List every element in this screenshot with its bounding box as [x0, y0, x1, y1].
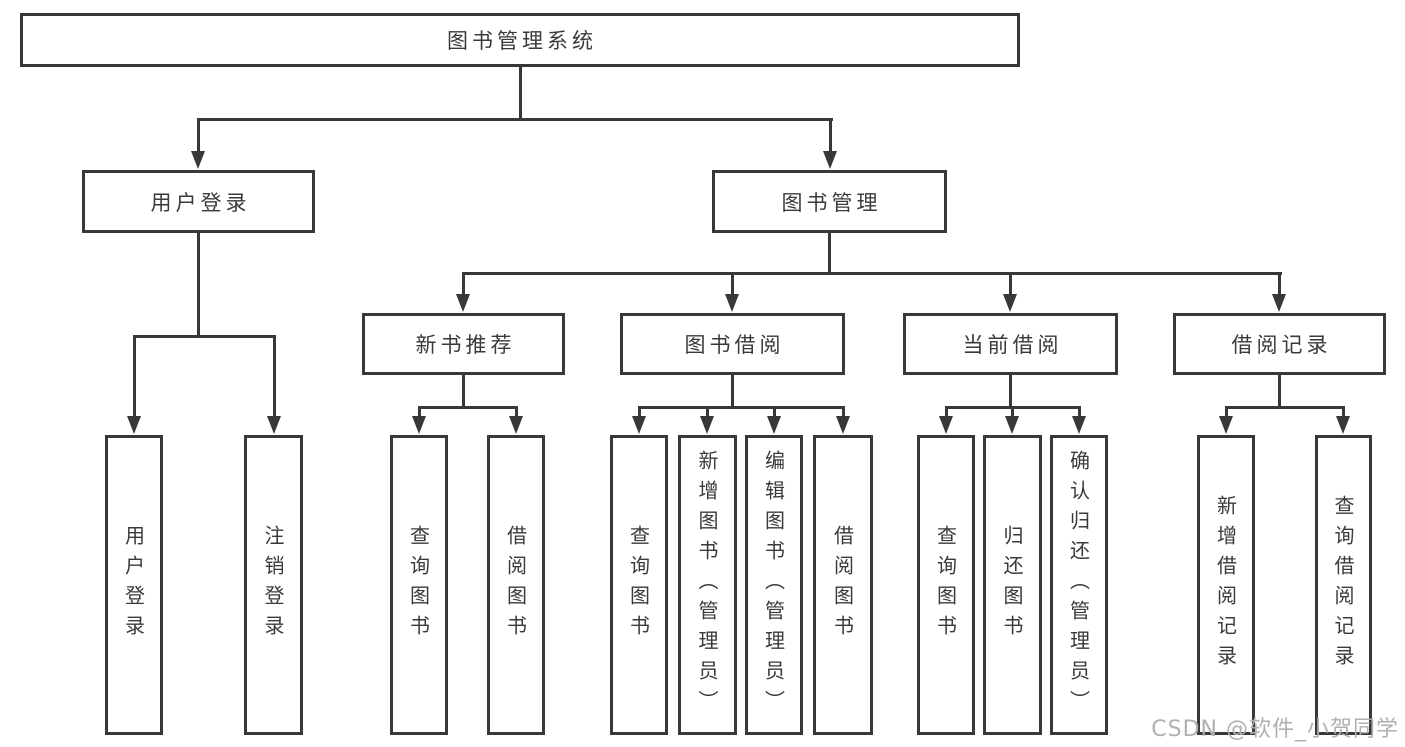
- arrow-to-current-borrow-icon: [1003, 275, 1018, 312]
- node-current-borrowing: 当前借阅: [903, 313, 1118, 375]
- connector-current-borrow-branch: [945, 406, 1081, 409]
- arrow-to-book-borrow-icon: [725, 275, 740, 312]
- connector-root-drop: [519, 66, 522, 120]
- leaf-query-book-3-label: 查询图书: [933, 525, 958, 645]
- arrow-to-leaf-borrow-book-1-icon: [509, 409, 524, 434]
- arrow-to-leaf-borrow-book-2-icon: [836, 409, 851, 434]
- leaf-user-login: 用户登录: [105, 435, 163, 735]
- connector-borrow-records-branch: [1225, 406, 1345, 409]
- connector-book-mgmt-drop: [828, 232, 831, 274]
- node-book-management: 图书管理: [712, 170, 947, 233]
- arrow-to-leaf-add-book-icon: [700, 409, 715, 434]
- leaf-borrow-book-1: 借阅图书: [487, 435, 545, 735]
- node-root-label: 图书管理系统: [447, 29, 597, 53]
- arrow-to-book-mgmt-icon: [823, 121, 838, 169]
- connector-new-books-drop: [462, 374, 465, 408]
- connector-book-borrow-branch: [638, 406, 845, 409]
- leaf-query-book-2: 查询图书: [610, 435, 668, 735]
- connector-user-login-drop: [197, 232, 200, 337]
- leaf-logout-label: 注销登录: [261, 525, 285, 645]
- arrow-to-leaf-logout-icon: [267, 338, 282, 434]
- arrow-to-leaf-login-icon: [127, 338, 142, 434]
- arrow-to-leaf-query-book-1-icon: [412, 409, 427, 434]
- leaf-query-book-3: 查询图书: [917, 435, 975, 735]
- connector-book-borrow-drop: [731, 374, 734, 408]
- node-root-library-system: 图书管理系统: [20, 13, 1020, 67]
- arrow-to-new-books-icon: [456, 275, 471, 312]
- connector-new-books-branch: [418, 406, 518, 409]
- connector-book-mgmt-branch: [462, 272, 1282, 275]
- leaf-confirm-return-admin-label: 确认归还（管理员）: [1066, 450, 1091, 720]
- node-borrowing-records: 借阅记录: [1173, 313, 1386, 375]
- connector-user-login-branch: [133, 335, 276, 338]
- arrow-to-leaf-confirm-return-icon: [1072, 409, 1087, 434]
- leaf-add-borrow-record: 新增借阅记录: [1197, 435, 1255, 735]
- leaf-add-book-admin-label: 新增图书（管理员）: [695, 450, 719, 720]
- node-user-login-label: 用户登录: [150, 190, 251, 215]
- arrow-to-leaf-query-record-icon: [1336, 409, 1351, 434]
- arrow-to-leaf-edit-book-icon: [767, 409, 782, 434]
- leaf-borrow-book-1-label: 借阅图书: [503, 525, 528, 645]
- arrow-to-leaf-add-record-icon: [1219, 409, 1234, 434]
- leaf-edit-book-admin: 编辑图书（管理员）: [745, 435, 803, 735]
- connector-root-branch: [197, 118, 833, 121]
- leaf-logout: 注销登录: [244, 435, 303, 735]
- leaf-add-book-admin: 新增图书（管理员）: [678, 435, 737, 735]
- watermark: CSDN @软件_小贺同学: [1151, 717, 1399, 742]
- arrow-to-leaf-return-book-icon: [1005, 409, 1020, 434]
- connector-borrow-records-drop: [1278, 374, 1281, 408]
- node-book-management-label: 图书管理: [781, 190, 882, 215]
- leaf-query-book-2-label: 查询图书: [626, 525, 651, 645]
- leaf-add-borrow-record-label: 新增借阅记录: [1213, 495, 1238, 675]
- arrow-to-leaf-query-book-3-icon: [939, 409, 954, 434]
- leaf-borrow-book-2-label: 借阅图书: [830, 525, 855, 645]
- arrow-to-leaf-query-book-2-icon: [632, 409, 647, 434]
- leaf-query-book-1: 查询图书: [390, 435, 448, 735]
- leaf-query-book-1-label: 查询图书: [406, 525, 431, 645]
- arrow-to-user-login-icon: [191, 121, 206, 169]
- leaf-user-login-label: 用户登录: [121, 525, 146, 645]
- node-book-borrowing: 图书借阅: [620, 313, 845, 375]
- leaf-query-borrow-record: 查询借阅记录: [1315, 435, 1372, 735]
- node-new-book-recommend: 新书推荐: [362, 313, 565, 375]
- node-new-book-recommend-label: 新书推荐: [415, 333, 516, 357]
- leaf-edit-book-admin-label: 编辑图书（管理员）: [761, 450, 786, 720]
- leaf-confirm-return-admin: 确认归还（管理员）: [1050, 435, 1108, 735]
- node-current-borrowing-label: 当前借阅: [962, 333, 1063, 357]
- leaf-return-book-label: 归还图书: [1000, 525, 1024, 645]
- leaf-borrow-book-2: 借阅图书: [813, 435, 873, 735]
- node-user-login: 用户登录: [82, 170, 315, 233]
- arrow-to-borrow-records-icon: [1272, 275, 1287, 312]
- node-borrowing-records-label: 借阅记录: [1231, 333, 1332, 357]
- connector-current-borrow-drop: [1009, 374, 1012, 408]
- node-book-borrowing-label: 图书借阅: [684, 333, 785, 357]
- leaf-return-book: 归还图书: [983, 435, 1042, 735]
- leaf-query-borrow-record-label: 查询借阅记录: [1331, 495, 1355, 675]
